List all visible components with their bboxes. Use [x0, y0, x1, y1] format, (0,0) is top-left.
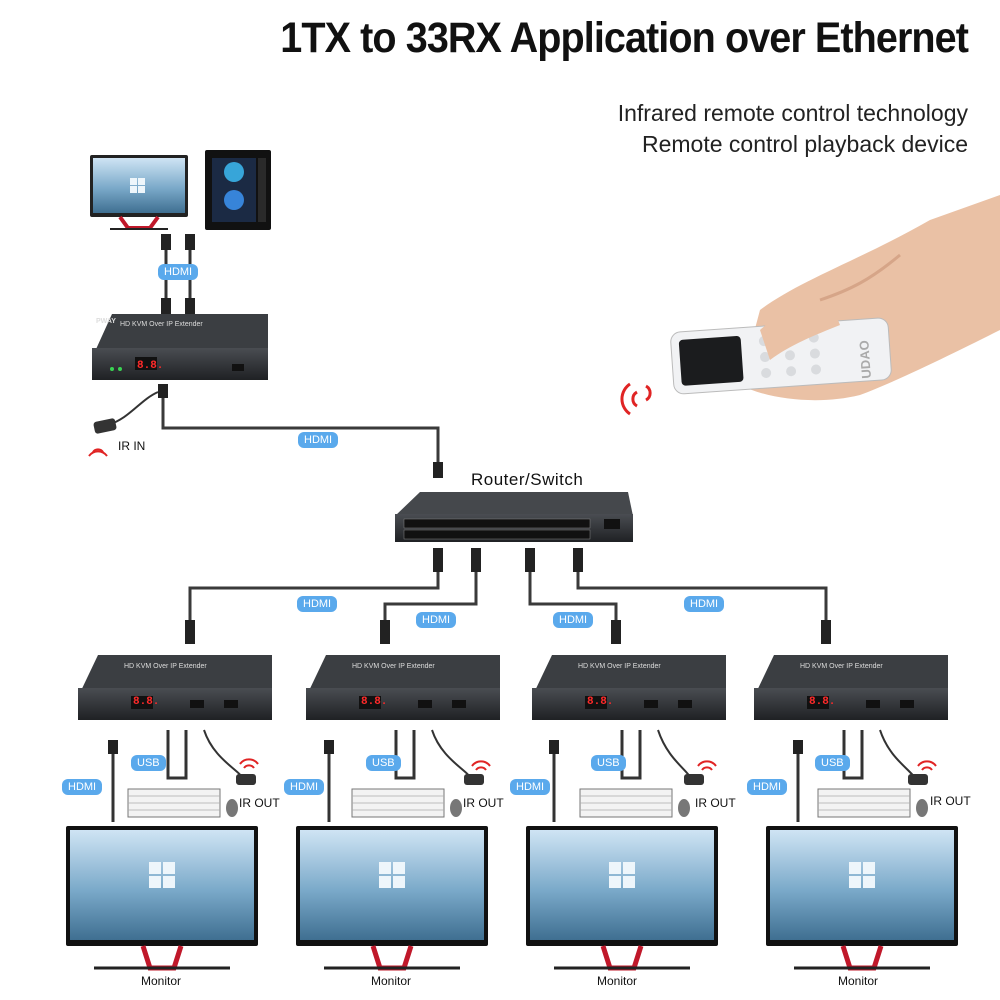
router-switch-label: Router/Switch: [471, 470, 584, 489]
rx1-device-name: HD KVM Over IP Extender: [124, 663, 207, 670]
hdmi-label-rx4: HDMI: [684, 596, 725, 612]
router-switch-device: [395, 492, 633, 542]
source-monitor: [90, 155, 188, 230]
rx1-hdmi-label: HDMI: [62, 779, 103, 795]
rx3-hdmi-label: HDMI: [510, 779, 551, 795]
rx4-monitor-label: Monitor: [838, 974, 879, 988]
rx4-ir-out-label: IR OUT: [930, 794, 971, 808]
rx3-monitor-label: Monitor: [597, 974, 638, 988]
hdmi-label-rx3: HDMI: [553, 612, 594, 628]
remote-ir-waves: [620, 382, 652, 416]
rx1-usb-label: USB: [131, 755, 166, 771]
rx1-ir-out-label: IR OUT: [239, 796, 280, 810]
rx2-ir-out-label: IR OUT: [463, 796, 504, 810]
rx1-display: 8.8.: [133, 696, 160, 708]
rx4-display: 8.8.: [809, 696, 836, 708]
rx2-device-name: HD KVM Over IP Extender: [352, 663, 435, 670]
hdmi-label-rx1: HDMI: [297, 596, 338, 612]
tx-extender: [92, 314, 268, 380]
pc-tower: [205, 150, 271, 230]
rx4-hdmi-label: HDMI: [747, 779, 788, 795]
tx-device-name: HD KVM Over IP Extender: [120, 321, 203, 328]
hdmi-label-tx-switch: HDMI: [298, 432, 339, 448]
rx2-display: 8.8.: [361, 696, 388, 708]
subtitle-line-1: Infrared remote control technology: [617, 100, 968, 126]
rx2-usb-label: USB: [366, 755, 401, 771]
rx3-usb-label: USB: [591, 755, 626, 771]
rx2-hdmi-label: HDMI: [284, 779, 325, 795]
page-title: 1TX to 33RX Application over Ethernet: [280, 14, 969, 62]
ir-in-receiver: [88, 391, 159, 457]
rx4-device-name: HD KVM Over IP Extender: [800, 663, 883, 670]
rx4-usb-label: USB: [815, 755, 850, 771]
hand-with-remote: [670, 195, 1000, 401]
tx-display: 8.8.: [137, 360, 163, 372]
hdmi-label-rx2: HDMI: [416, 612, 457, 628]
tx-brand: PWAY: [96, 318, 116, 325]
ir-in-label: IR IN: [118, 439, 146, 453]
rx3-device-name: HD KVM Over IP Extender: [578, 663, 661, 670]
rx1-monitor-label: Monitor: [141, 974, 182, 988]
rx2-monitor-label: Monitor: [371, 974, 412, 988]
rx3-ir-out-label: IR OUT: [695, 796, 736, 810]
hdmi-label-source: HDMI: [158, 264, 199, 280]
subtitle-line-2: Remote control playback device: [642, 131, 968, 157]
rx3-display: 8.8.: [587, 696, 614, 708]
